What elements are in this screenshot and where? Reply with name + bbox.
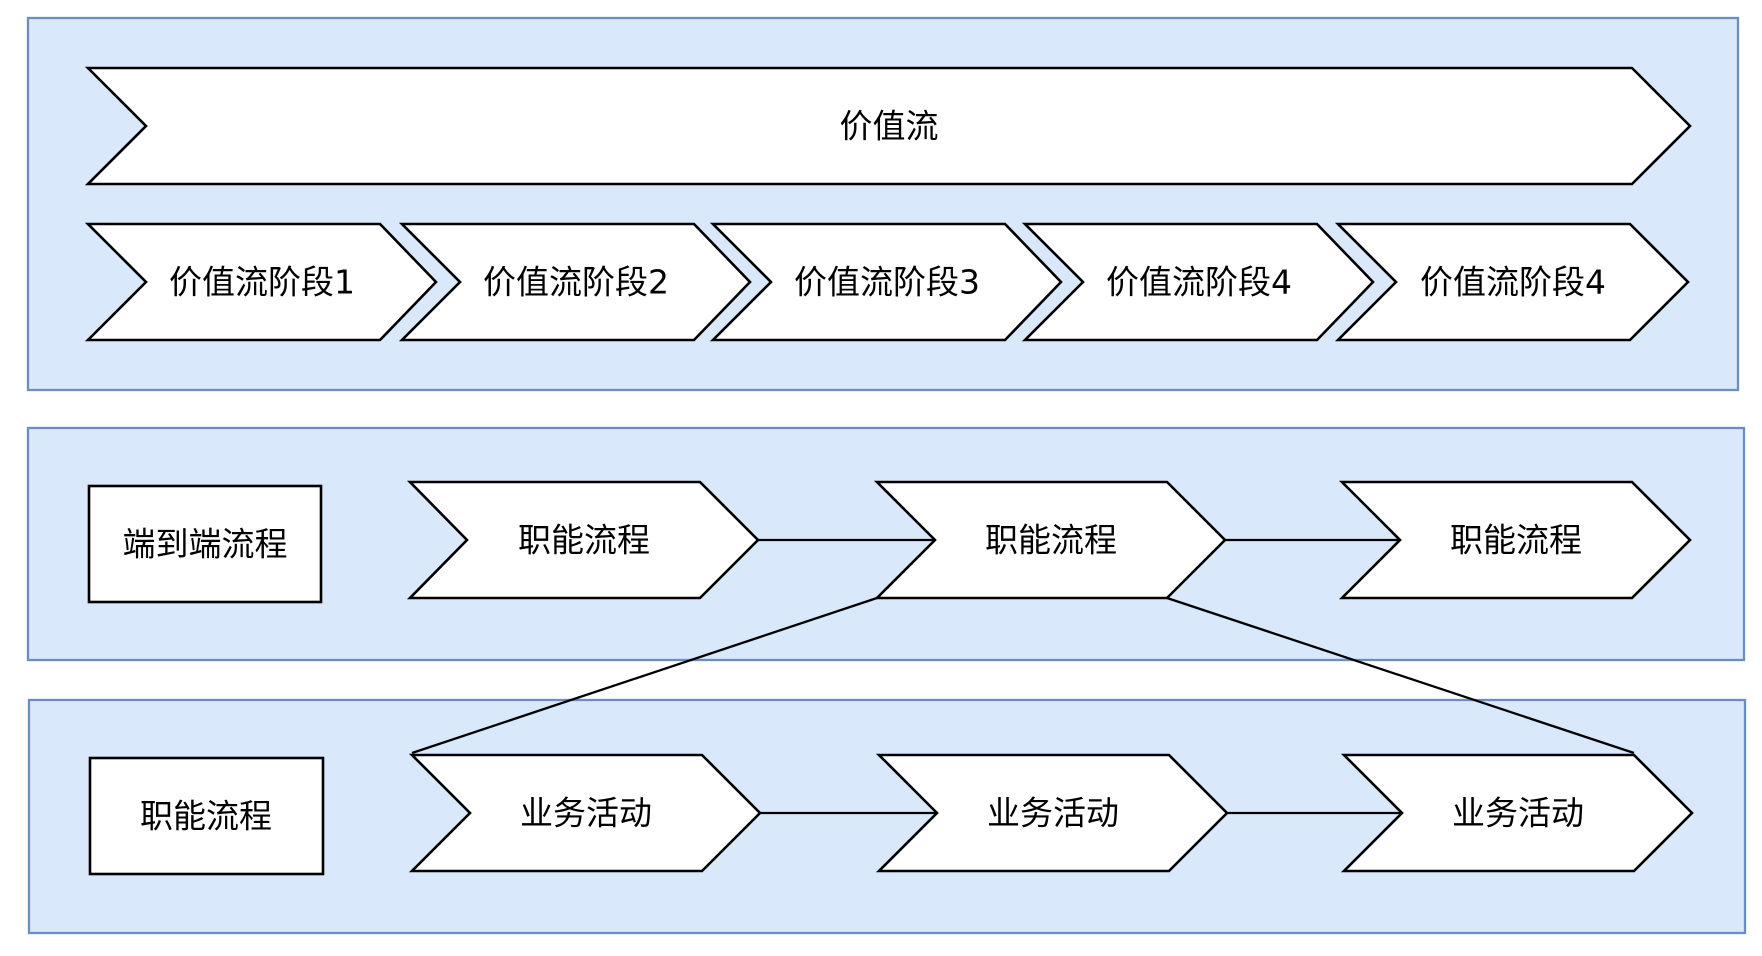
value-stream-title: 价值流: [840, 107, 939, 146]
e2e-step-arrow-3: [1338, 480, 1692, 600]
stage-arrow-3: [709, 222, 1063, 342]
activity-arrow-1: [408, 753, 762, 873]
zoom-line-left: [411, 596, 878, 755]
activity-arrow-2: [875, 753, 1229, 873]
stage-arrow-4: [1021, 222, 1375, 342]
activity-label-1: 业务活动: [520, 794, 652, 833]
activity-label-3: 业务活动: [1452, 794, 1584, 833]
stage-arrow-1: [84, 222, 438, 342]
e2e-step-label-1: 职能流程: [518, 521, 650, 560]
value-stream-arrow: [84, 66, 1692, 186]
stage-label-1: 价值流阶段1: [169, 263, 355, 302]
zoom-line-right: [1166, 596, 1635, 755]
activity-label-2: 业务活动: [987, 794, 1119, 833]
functional-label: 职能流程: [140, 797, 272, 836]
stage-label-4: 价值流阶段4: [1106, 263, 1292, 302]
stage-label-3: 价值流阶段3: [794, 263, 980, 302]
end-to-end-label: 端到端流程: [123, 525, 288, 564]
stage-arrow-2: [398, 222, 752, 342]
activity-arrow-3: [1340, 753, 1694, 873]
e2e-step-arrow-1: [406, 480, 760, 600]
e2e-step-label-2: 职能流程: [985, 521, 1117, 560]
stage-arrow-5: [1334, 222, 1690, 342]
end-to-end-label-box: [87, 484, 323, 604]
e2e-step-label-3: 职能流程: [1450, 521, 1582, 560]
stage-label-5: 价值流阶段4: [1420, 263, 1606, 302]
stage-label-2: 价值流阶段2: [483, 263, 669, 302]
functional-label-box: [88, 756, 325, 876]
